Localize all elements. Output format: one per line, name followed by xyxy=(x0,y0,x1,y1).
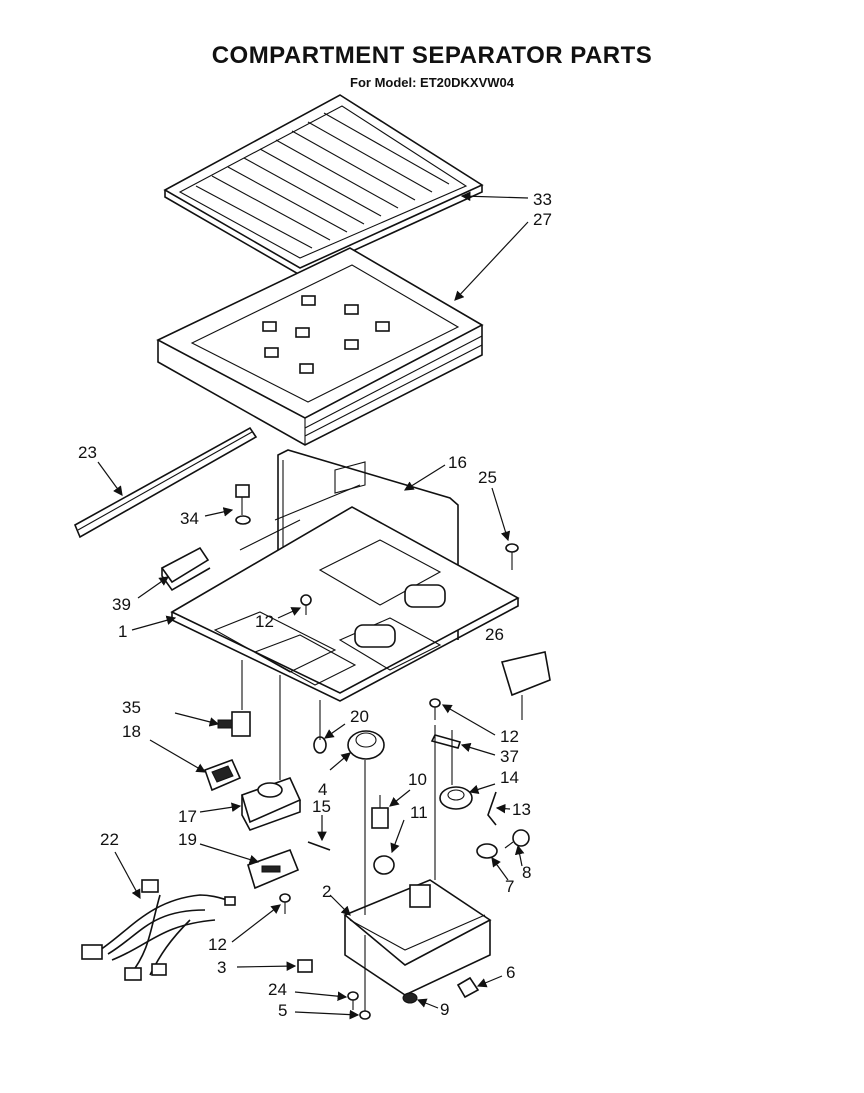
part-12-right-screw xyxy=(429,698,441,880)
callout-12-lower: 12 xyxy=(208,935,227,954)
part-27-frame xyxy=(156,247,484,446)
part-6-fitting xyxy=(456,976,480,999)
part-35-bracket xyxy=(217,711,251,737)
part-15-tube xyxy=(307,841,331,851)
part-14-damper-knob xyxy=(439,786,473,810)
callout-12-right: 12 xyxy=(500,727,519,746)
callout-17: 17 xyxy=(178,807,197,826)
part-8-lamp xyxy=(504,829,530,849)
part-34-screw xyxy=(235,484,251,525)
part-33-grille xyxy=(163,94,484,276)
part-10-switch xyxy=(371,795,389,829)
part-11-knob xyxy=(373,855,395,875)
part-3-grommet xyxy=(297,959,313,973)
callout-22: 22 xyxy=(100,830,119,849)
part-9-washer xyxy=(402,992,418,1004)
callout-8: 8 xyxy=(522,863,531,882)
page-subtitle: For Model: ET20DKXVW04 xyxy=(350,75,514,90)
part-13-tube xyxy=(487,791,497,826)
part-22-wiring-harness xyxy=(81,879,236,981)
part-23-trim-strip xyxy=(73,426,258,539)
part-12-lower-left-screw xyxy=(279,893,291,914)
callout-25: 25 xyxy=(478,468,497,487)
callout-20: 20 xyxy=(350,707,369,726)
callout-7: 7 xyxy=(505,877,514,896)
part-26-insulation xyxy=(500,651,551,697)
callout-37: 37 xyxy=(500,747,519,766)
part-37-bracket xyxy=(430,734,462,749)
part-2-control-tray xyxy=(343,879,492,996)
part-7-socket xyxy=(476,843,498,859)
part-25-screw xyxy=(505,543,519,570)
callout-13: 13 xyxy=(512,800,531,819)
callout-11: 11 xyxy=(410,803,428,822)
callout-39: 39 xyxy=(112,595,131,614)
callout-4: 4 xyxy=(318,780,327,799)
part-24-screw xyxy=(347,991,359,1010)
part-18-bezel xyxy=(203,758,242,792)
callout-26: 26 xyxy=(485,625,504,644)
part-16-wire-loop xyxy=(277,449,459,640)
part-12-upper-screw xyxy=(300,594,312,615)
callout-19: 19 xyxy=(178,830,197,849)
callout-18: 18 xyxy=(122,722,141,741)
part-19-cover xyxy=(247,848,300,890)
callout-34: 34 xyxy=(180,509,199,528)
part-17-control-housing xyxy=(241,777,302,831)
callout-10: 10 xyxy=(408,770,427,789)
callout-9: 9 xyxy=(440,1000,449,1019)
callout-15: 15 xyxy=(312,797,331,816)
callout-12-upper: 12 xyxy=(255,612,274,631)
callout-27: 27 xyxy=(533,210,552,229)
callout-leaders xyxy=(97,191,529,1020)
callout-16: 16 xyxy=(448,453,467,472)
callout-3: 3 xyxy=(217,958,226,977)
callout-14: 14 xyxy=(500,768,519,787)
part-1-separator-panel xyxy=(170,461,520,702)
callout-33: 33 xyxy=(533,190,552,209)
part-5-screw xyxy=(359,935,371,1020)
callout-1: 1 xyxy=(118,622,127,641)
page-title: COMPARTMENT SEPARATOR PARTS xyxy=(211,42,653,69)
callout-5: 5 xyxy=(278,1001,287,1020)
part-4-control-dial xyxy=(347,730,385,760)
callout-6: 6 xyxy=(506,963,515,982)
assembly-guide-lines xyxy=(241,660,523,915)
callout-2: 2 xyxy=(322,882,331,901)
part-39-trough xyxy=(160,546,211,592)
callout-35: 35 xyxy=(122,698,141,717)
callout-labels: 33 27 23 16 25 34 39 1 12 26 35 20 12 18… xyxy=(78,190,552,1020)
callout-24: 24 xyxy=(268,980,287,999)
callout-23: 23 xyxy=(78,443,97,462)
